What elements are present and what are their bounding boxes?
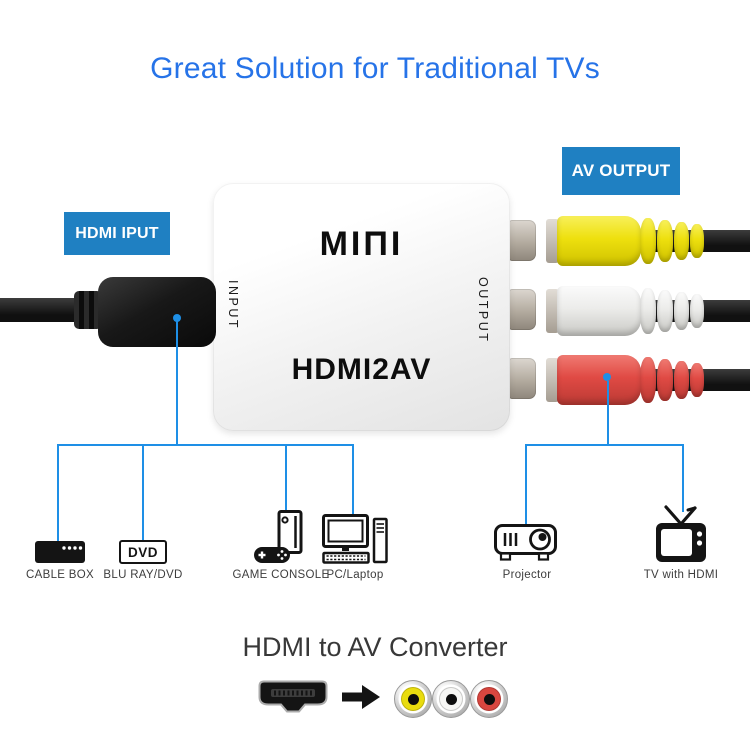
device-label: TV with HDMI bbox=[643, 569, 719, 581]
cable-box-icon bbox=[34, 540, 86, 564]
output-port-label: OUTPUT bbox=[476, 277, 490, 344]
arrow-right-icon bbox=[342, 683, 382, 716]
connector-line bbox=[352, 444, 354, 516]
rca-port-white-icon bbox=[432, 680, 470, 718]
tv-icon bbox=[651, 504, 711, 564]
rca-jack-stub bbox=[509, 289, 536, 330]
rca-plug-white bbox=[546, 286, 750, 336]
device-pc-laptop: PC/Laptop bbox=[300, 514, 410, 581]
hdmi-input-callout: HDMI IPUT bbox=[64, 212, 170, 255]
rca-jack-stub bbox=[509, 358, 536, 399]
device-label: BLU RAY/DVD bbox=[103, 569, 183, 581]
device-label: Projector bbox=[502, 569, 552, 581]
dvd-player-icon: DVD bbox=[119, 540, 167, 564]
connector-line bbox=[682, 444, 684, 512]
connector-line bbox=[525, 444, 684, 446]
connector-line bbox=[525, 444, 527, 526]
connector-line bbox=[57, 444, 59, 541]
input-port-label: INPUT bbox=[226, 280, 240, 330]
connector-line bbox=[176, 321, 178, 445]
av-output-callout: AV OUTPUT bbox=[562, 147, 680, 195]
device-tv: TV with HDMI bbox=[626, 504, 736, 581]
converter-box: MIΠI HDMI2AV bbox=[213, 183, 510, 431]
connector-line bbox=[57, 444, 354, 446]
rca-plug-yellow bbox=[546, 216, 750, 266]
rca-port-yellow-icon bbox=[394, 680, 432, 718]
hdmi-plug bbox=[98, 277, 216, 347]
connector-dot-hdmi bbox=[173, 314, 181, 322]
pc-laptop-icon bbox=[322, 514, 388, 564]
rca-port-red-icon bbox=[470, 680, 508, 718]
connector-line bbox=[607, 381, 609, 445]
device-dvd-player: DVD BLU RAY/DVD bbox=[88, 540, 198, 581]
connector-line bbox=[142, 444, 144, 541]
model-name: HDMI2AV bbox=[291, 353, 432, 386]
connector-line bbox=[285, 444, 287, 514]
rca-plug-red bbox=[546, 355, 750, 405]
game-console-icon bbox=[252, 510, 310, 564]
device-cable-box: CABLE BOX bbox=[5, 540, 115, 581]
device-game-console: GAME CONSOLE bbox=[226, 510, 336, 581]
headline: Great Solution for Traditional TVs bbox=[150, 52, 600, 85]
device-label: PC/Laptop bbox=[326, 569, 384, 581]
hdmi-connector-icon bbox=[258, 680, 328, 721]
connector-dot-rca bbox=[603, 373, 611, 381]
device-label: CABLE BOX bbox=[26, 569, 94, 581]
projector-icon bbox=[494, 524, 560, 564]
device-projector: Projector bbox=[472, 524, 582, 581]
hdmi-cable bbox=[0, 298, 84, 322]
hdmi-cable-neck bbox=[74, 291, 102, 329]
footer-caption: HDMI to AV Converter bbox=[242, 632, 508, 662]
rca-jack-stub bbox=[509, 220, 536, 261]
brand-logo: MIΠI bbox=[319, 225, 404, 263]
device-label: GAME CONSOLE bbox=[232, 569, 330, 581]
